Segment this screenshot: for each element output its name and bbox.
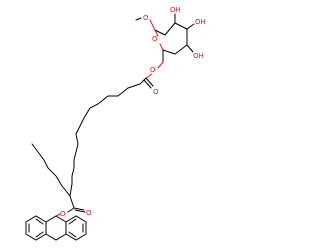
bond bbox=[74, 209, 86, 213]
bond bbox=[157, 61, 164, 69]
ring-oxygen-label: O bbox=[152, 35, 158, 43]
bond bbox=[73, 207, 85, 211]
bond bbox=[174, 44, 188, 55]
bond bbox=[35, 231, 44, 238]
anthracene-ring bbox=[25, 215, 87, 241]
bond bbox=[149, 19, 156, 31]
aryl-ester-oxygen-label: O bbox=[60, 210, 66, 218]
bond bbox=[45, 215, 67, 241]
bond bbox=[154, 29, 166, 36]
hydroxyl-label: OH bbox=[193, 52, 204, 60]
bond bbox=[55, 213, 61, 217]
bond bbox=[145, 73, 153, 79]
bond bbox=[186, 23, 195, 30]
bond bbox=[162, 49, 176, 55]
hydroxyl-label: OH bbox=[170, 6, 181, 14]
bond bbox=[143, 79, 152, 89]
hexyl-branch bbox=[31, 143, 71, 197]
aryl-carbonyl-oxygen-label: O bbox=[86, 209, 92, 217]
bond bbox=[68, 231, 77, 238]
hydroxyl-label: OH bbox=[195, 18, 206, 26]
bond bbox=[67, 207, 75, 213]
alkyl-chain bbox=[69, 83, 141, 197]
methoxy-oxygen-label: O bbox=[143, 14, 149, 22]
bond bbox=[164, 22, 176, 36]
bond bbox=[69, 195, 75, 209]
bond bbox=[65, 215, 87, 241]
molecule-structure: O O OH OH OH O O O O bbox=[25, 6, 206, 241]
bond bbox=[135, 17, 142, 21]
bond bbox=[139, 77, 147, 85]
bond bbox=[145, 77, 154, 87]
bond bbox=[174, 22, 188, 30]
bond bbox=[154, 29, 159, 37]
ester-link-oxygen-label: O bbox=[150, 66, 156, 74]
bond bbox=[25, 215, 47, 241]
bond bbox=[35, 218, 44, 225]
bond bbox=[68, 218, 77, 225]
bond bbox=[186, 44, 194, 53]
bond bbox=[159, 43, 164, 51]
sugar-ring bbox=[154, 22, 188, 55]
ester-carbonyl-oxygen-label: O bbox=[153, 88, 159, 96]
